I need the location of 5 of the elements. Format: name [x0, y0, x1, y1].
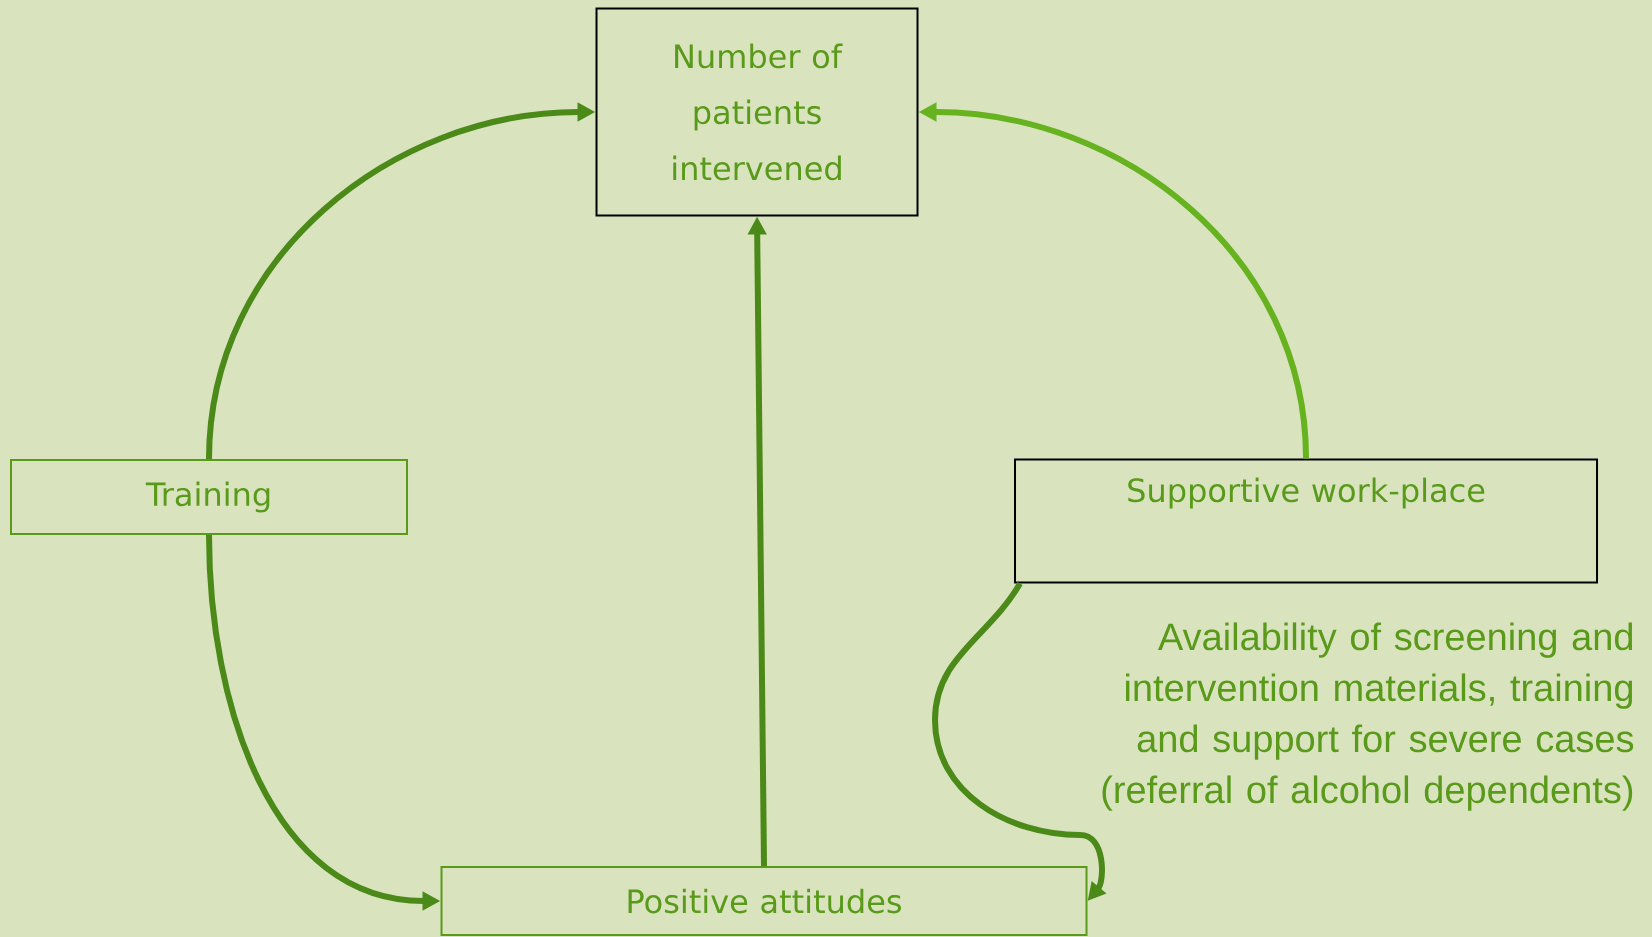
- note-text: Availability of screening and intervention materials, training and support for severe cases (referral of alcohol dependents): [1102, 622, 1634, 811]
- box: Supportive work-place: [1014, 458, 1598, 584]
- box: Training: [10, 459, 408, 535]
- box: Positive attitudes: [440, 866, 1088, 936]
- box: Number of patients intervened: [595, 7, 919, 217]
